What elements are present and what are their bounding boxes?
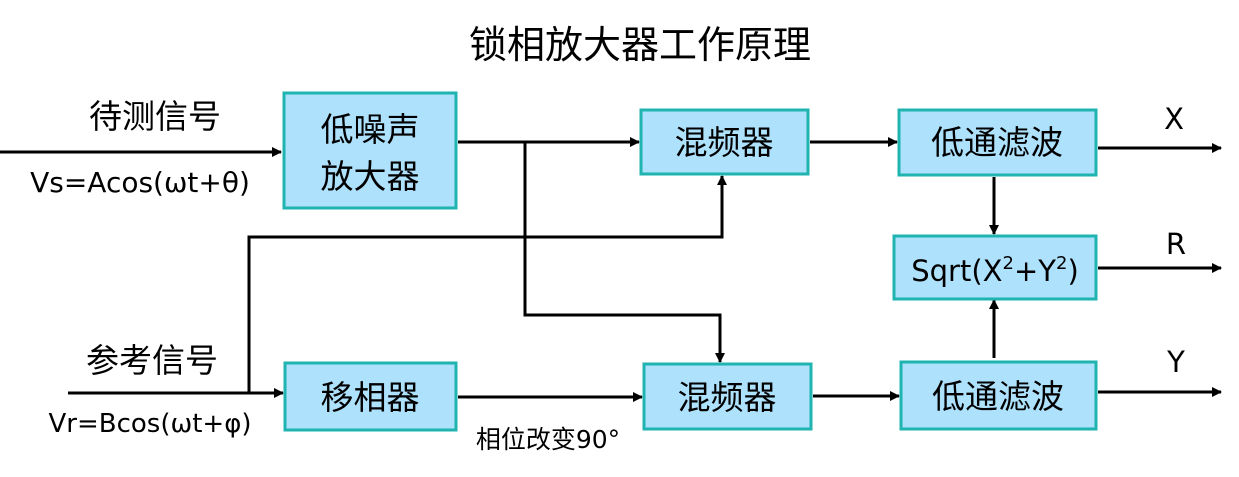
reference-input-label: 参考信号	[86, 341, 218, 380]
sqrt-label: Sqrt(X2+Y2)	[911, 253, 1079, 288]
mixer-top-label: 混频器	[675, 123, 774, 162]
signal-input-formula: Vs=Acos(ωt+θ)	[30, 166, 250, 199]
signal-wires	[0, 137, 1222, 402]
lpf-top-label: 低通滤波	[931, 123, 1063, 162]
mixer-top-block: 混频器	[639, 108, 810, 176]
sqrt-block: Sqrt(X2+Y2)	[892, 234, 1098, 301]
signal-input-label: 待测信号	[89, 97, 221, 136]
diagram-title: 锁相放大器工作原理	[469, 23, 811, 67]
phase-shifter-block: 移相器	[283, 361, 458, 432]
output-x-label: X	[1164, 102, 1184, 136]
lpf-bottom-label: 低通滤波	[932, 377, 1064, 416]
lna-label-line1: 低噪声	[321, 110, 420, 149]
phase-shift-note: 相位改变90°	[476, 425, 620, 454]
lna-label-line2: 放大器	[321, 157, 420, 196]
output-r-label: R	[1166, 227, 1186, 261]
reference-to-mixer-top-arrow	[247, 175, 727, 393]
output-y-label: Y	[1166, 345, 1185, 379]
lpf-bottom-block: 低通滤波	[899, 360, 1098, 431]
reference-input-formula: Vr=Bcos(ωt+φ)	[48, 409, 251, 439]
mixer-bottom-block: 混频器	[642, 362, 813, 431]
lpf-top-block: 低通滤波	[897, 108, 1098, 177]
lna-block: 低噪声 放大器	[282, 91, 458, 210]
phase-shifter-label: 移相器	[321, 378, 420, 417]
mixer-bottom-label: 混频器	[678, 378, 777, 417]
lna-to-mixer-bottom-arrow	[523, 142, 725, 363]
